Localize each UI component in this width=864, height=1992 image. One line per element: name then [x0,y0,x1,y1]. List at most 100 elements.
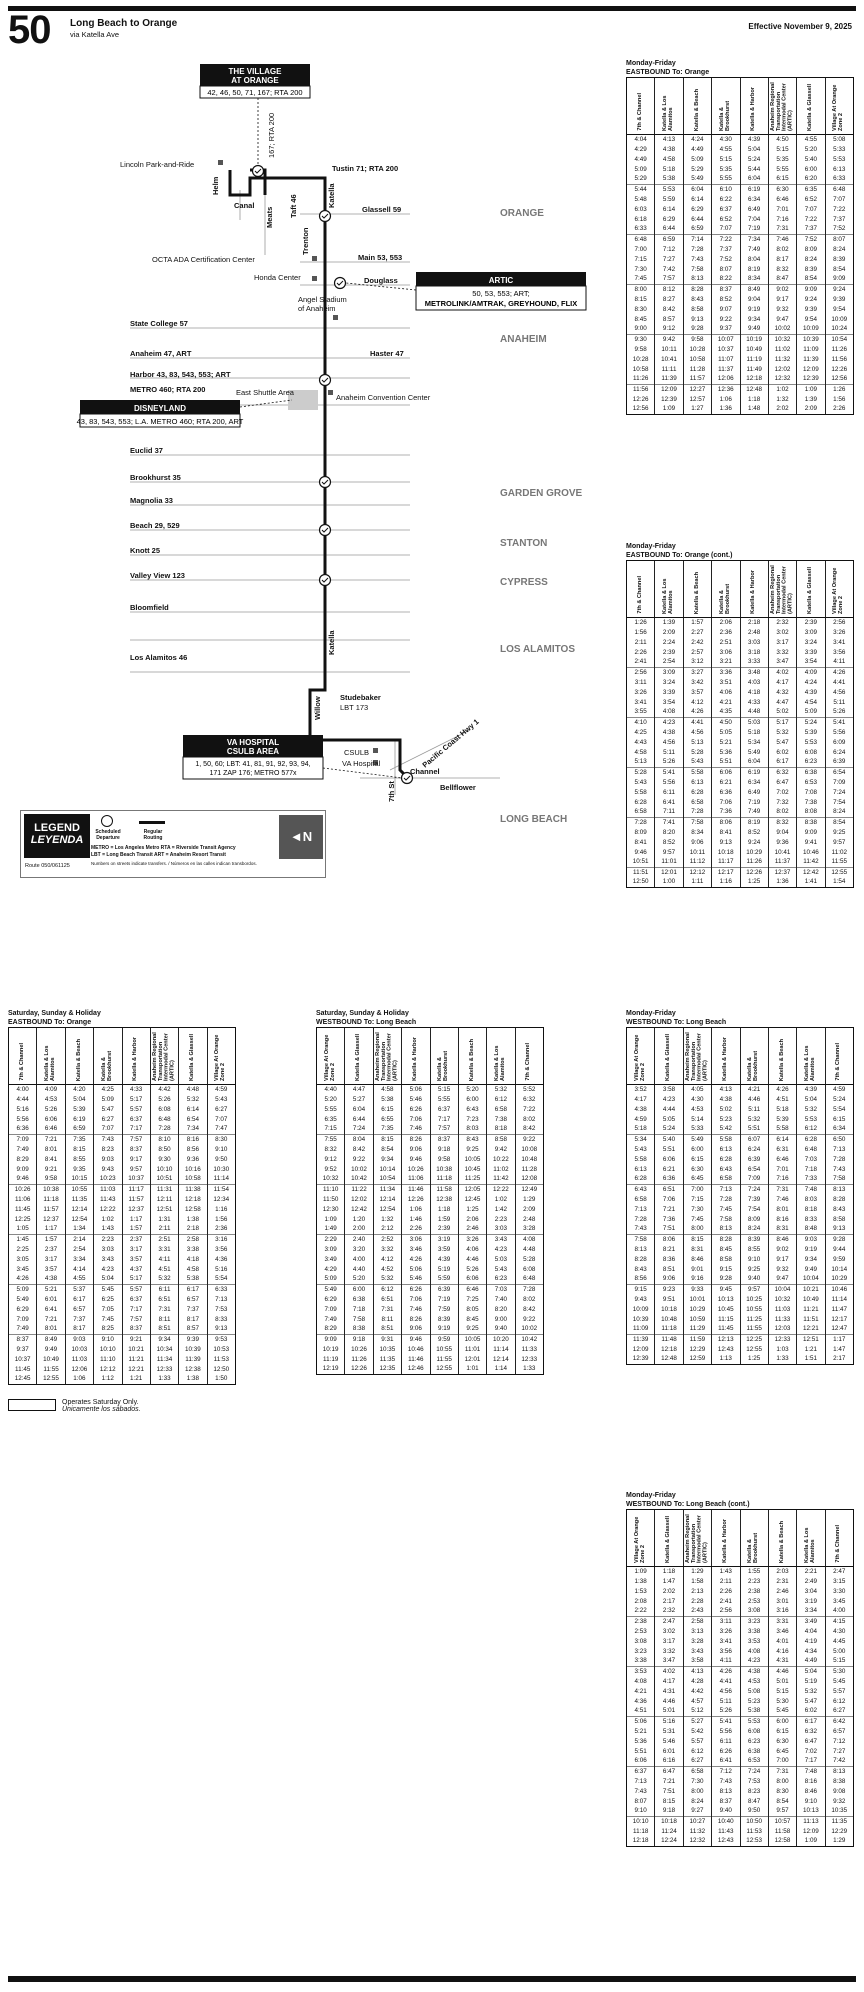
saturday-note: Operates Saturday Only. Únicamente los s… [8,1399,236,1413]
time-cell: 6:21 [654,1164,684,1175]
time-cell: 4:47 [344,1084,374,1095]
time-cell: 5:11 [654,747,684,758]
time-cell: 11:26 [739,857,769,868]
va-line1: 1, 50, 60; LBT: 41, 81, 91, 92, 93, 94, [195,761,310,768]
time-cell: 6:06 [654,1154,684,1165]
time-cell: 12:54 [372,1204,402,1215]
time-cell: 8:32 [767,264,797,275]
time-cell: 11:46 [401,1354,430,1365]
time-cell: 7:24 [344,1124,374,1135]
time-cell: 6:00 [796,164,826,175]
time-cell: 2:18 [178,1224,208,1235]
time-cell: 7:43 [711,1776,740,1787]
time-cell: 7:28 [149,1124,179,1135]
time-cell: 6:36 [7,1124,37,1135]
table-title: Monday-Friday [626,60,676,67]
time-cell: 12:29 [824,1826,855,1837]
column-header: Village At Orange Zone 2 [625,1026,655,1086]
time-cell: 5:58 [767,1124,797,1135]
time-cell: 6:58 [682,1766,712,1777]
time-cell: 11:06 [7,1194,37,1205]
time-cell: 7:39 [739,1194,769,1205]
time-cell: 4:33 [739,697,769,708]
time-cell: 7:31 [767,224,797,235]
time-cell: 5:27 [344,1094,374,1105]
column-header-label: Katella & Glassell [807,84,813,131]
time-cell: 2:56 [711,1606,740,1617]
time-cell: 2:53 [739,1596,769,1607]
time-cell: 2:23 [486,1214,516,1225]
time-cell: 5:23 [739,1696,769,1707]
time-cell: 2:46 [457,1224,487,1235]
time-cell: 2:37 [36,1244,66,1255]
time-cell: 7:00 [767,1756,797,1767]
time-cell: 3:36 [711,667,740,678]
time-cell: 8:48 [796,1224,826,1235]
time-cell: 12:09 [654,384,684,395]
time-cell: 11:55 [739,1324,769,1335]
time-cell: 7:46 [401,1124,430,1135]
time-cell: 12:29 [682,1344,712,1355]
time-cell: 3:28 [514,1224,545,1235]
time-cell: 5:13 [682,737,712,748]
time-cell: 6:48 [514,1274,545,1285]
legend-title: LEGEND [34,822,80,834]
time-cell: 3:19 [796,1596,826,1607]
time-cell: 2:32 [767,617,797,628]
time-cell: 6:48 [149,1114,179,1125]
time-cell: 12:06 [711,374,740,385]
time-cell: 7:30 [682,1204,712,1215]
time-cell: 9:06 [401,1144,430,1155]
time-cell: 6:00 [344,1284,374,1295]
time-cell: 1:36 [767,877,797,889]
time-cell: 5:09 [796,707,826,718]
time-cell: 9:18 [654,1806,684,1817]
time-cell: 7:46 [767,234,797,245]
time-cell: 5:28 [682,747,712,758]
time-cell: 5:01 [654,1706,684,1717]
time-cell: 5:24 [654,1124,684,1135]
time-cell: 6:28 [796,1134,826,1145]
time-cell: 4:26 [824,667,855,678]
time-cell: 5:14 [682,1114,712,1125]
time-cell: 7:24 [739,1766,769,1777]
time-cell: 8:08 [796,807,826,818]
time-cell: 6:13 [625,1164,655,1175]
time-cell: 5:21 [625,1726,655,1737]
time-cell: 12:03 [767,1324,797,1335]
time-cell: 12:09 [796,364,826,375]
time-cell: 5:06 [625,1716,655,1727]
time-cell: 4:11 [149,1254,179,1265]
time-cell: 6:37 [711,204,740,215]
time-cell: 1:45 [7,1234,37,1245]
time-cell: 1:09 [625,1566,655,1577]
time-cell: 6:02 [767,747,797,758]
time-cell: 7:45 [682,1214,712,1225]
column-header-label: 7th & Channel [636,576,643,614]
time-cell: 4:39 [429,1254,459,1265]
time-cell: 4:29 [625,144,655,155]
time-cell: 11:34 [149,1354,179,1365]
time-cell: 2:00 [344,1224,374,1235]
time-cell: 12:01 [654,867,684,878]
time-cell: 7:57 [121,1134,151,1145]
time-cell: 5:26 [149,1094,179,1105]
time-cell: 5:42 [682,1726,712,1737]
time-cell: 3:27 [682,667,712,678]
time-cell: 2:48 [514,1214,545,1225]
table-subtitle: WESTBOUND To: Long Beach (cont.) [626,1500,750,1508]
column-header: Katella & Harbor [401,1026,430,1086]
time-cell: 4:17 [654,1676,684,1687]
